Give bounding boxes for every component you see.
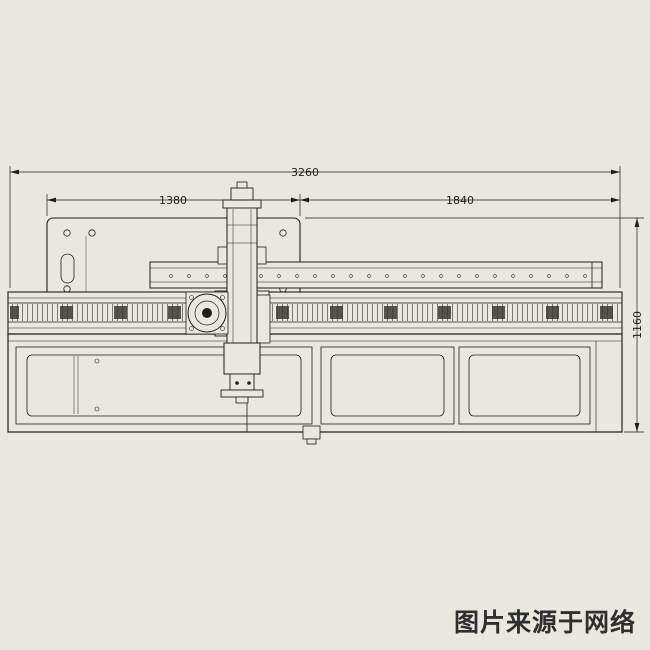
arrowhead	[634, 423, 640, 432]
arrowhead	[300, 197, 309, 203]
dim-label-overall-width: 3260	[291, 166, 319, 179]
dimension-right-span: 1840	[300, 194, 620, 207]
bottom-bracket	[302, 425, 321, 440]
column-top-cap	[222, 199, 262, 209]
dim-label-height: 1160	[631, 311, 644, 339]
guide-rail	[7, 291, 623, 335]
plate-slot	[60, 253, 75, 284]
top-motor	[230, 187, 254, 201]
motor-shaft-cap	[236, 181, 248, 189]
drive-unit	[185, 291, 229, 335]
rail-clamp-blocks	[10, 306, 620, 319]
image-caption: 图片来源于网络	[454, 609, 637, 637]
vertical-column	[226, 206, 258, 370]
arrowhead	[634, 218, 640, 227]
dimension-left-span: 1380	[46, 194, 301, 216]
cross-beam	[149, 261, 603, 289]
base-panel-middle	[320, 346, 455, 425]
side-bracket	[256, 294, 271, 344]
arrowhead	[10, 169, 19, 175]
arrowhead	[611, 197, 620, 203]
arrowhead	[611, 169, 620, 175]
tool-nozzle	[235, 396, 249, 404]
machine-base	[7, 333, 623, 433]
dimension-height: 1160	[305, 217, 644, 433]
drive-shaft-center	[202, 308, 212, 318]
dim-label-left-span: 1380	[159, 194, 187, 207]
dimension-overall-width: 3260	[9, 166, 621, 288]
beam-bolt-holes	[156, 272, 592, 280]
arrowhead	[47, 197, 56, 203]
arrowhead	[291, 197, 300, 203]
tool-head	[220, 342, 321, 445]
base-panel-right	[458, 346, 591, 425]
tool-foot-plate	[220, 389, 264, 398]
base-panel-left	[15, 346, 313, 425]
dim-label-right-span: 1840	[446, 194, 474, 207]
bottom-foot	[306, 438, 317, 445]
